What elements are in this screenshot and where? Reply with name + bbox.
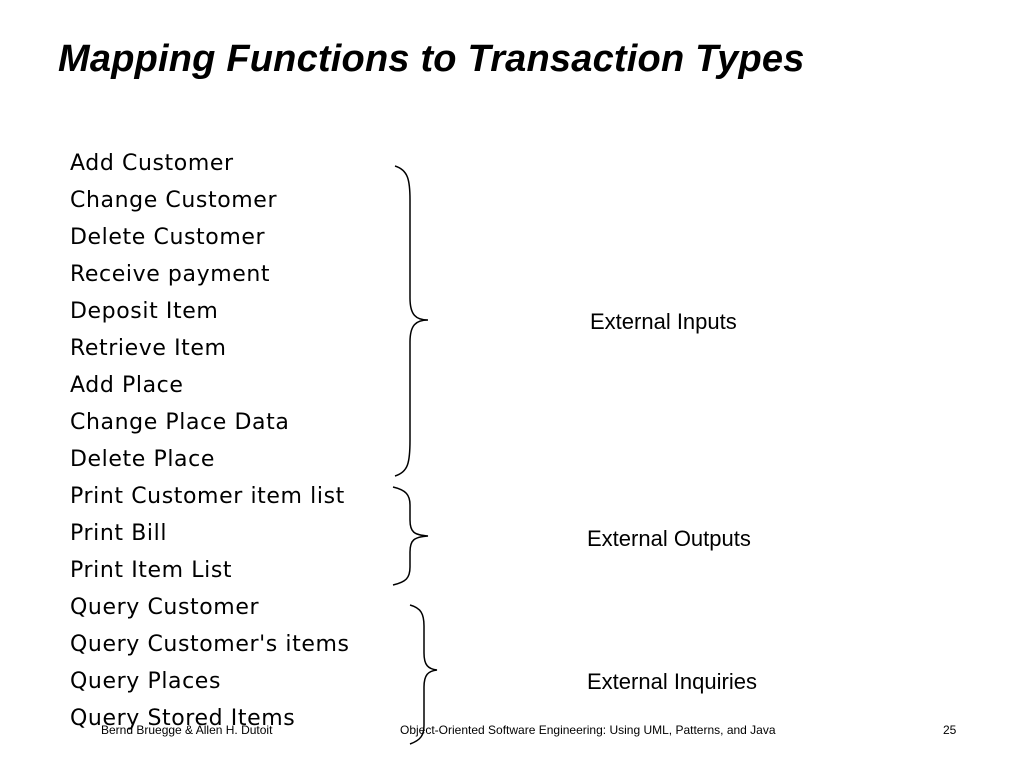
function-item: Print Customer item list: [70, 484, 345, 509]
footer-authors: Bernd Bruegge & Allen H. Dutoit: [101, 723, 273, 737]
function-item: Change Customer: [70, 188, 278, 213]
function-item: Delete Place: [70, 447, 215, 472]
function-item: Query Places: [70, 669, 222, 694]
function-item: Delete Customer: [70, 225, 266, 250]
function-item: Query Stored Items: [70, 706, 296, 731]
brace-inquiries: [409, 604, 438, 745]
function-item: Query Customer: [70, 595, 260, 620]
function-item: Retrieve Item: [70, 336, 227, 361]
external-inputs-label: External Inputs: [590, 309, 737, 334]
brace-outputs: [392, 486, 429, 586]
function-item: Add Customer: [70, 151, 234, 176]
footer-course-title: Object-Oriented Software Engineering: Us…: [400, 723, 776, 737]
function-item: Deposit Item: [70, 299, 219, 324]
slide-title: Mapping Functions to Transaction Types: [58, 38, 805, 80]
external-outputs-label: External Outputs: [587, 526, 751, 551]
function-item: Print Item List: [70, 558, 233, 583]
function-item: Change Place Data: [70, 410, 290, 435]
page-number: 25: [943, 723, 957, 737]
brace-inputs: [394, 165, 429, 477]
function-item: Receive payment: [70, 262, 271, 287]
function-list: Add Customer Change Customer Delete Cust…: [70, 145, 350, 737]
function-item: Query Customer's items: [70, 632, 350, 657]
function-item: Print Bill: [70, 521, 168, 546]
external-inquiries-label: External Inquiries: [587, 669, 757, 694]
function-item: Add Place: [70, 373, 184, 398]
